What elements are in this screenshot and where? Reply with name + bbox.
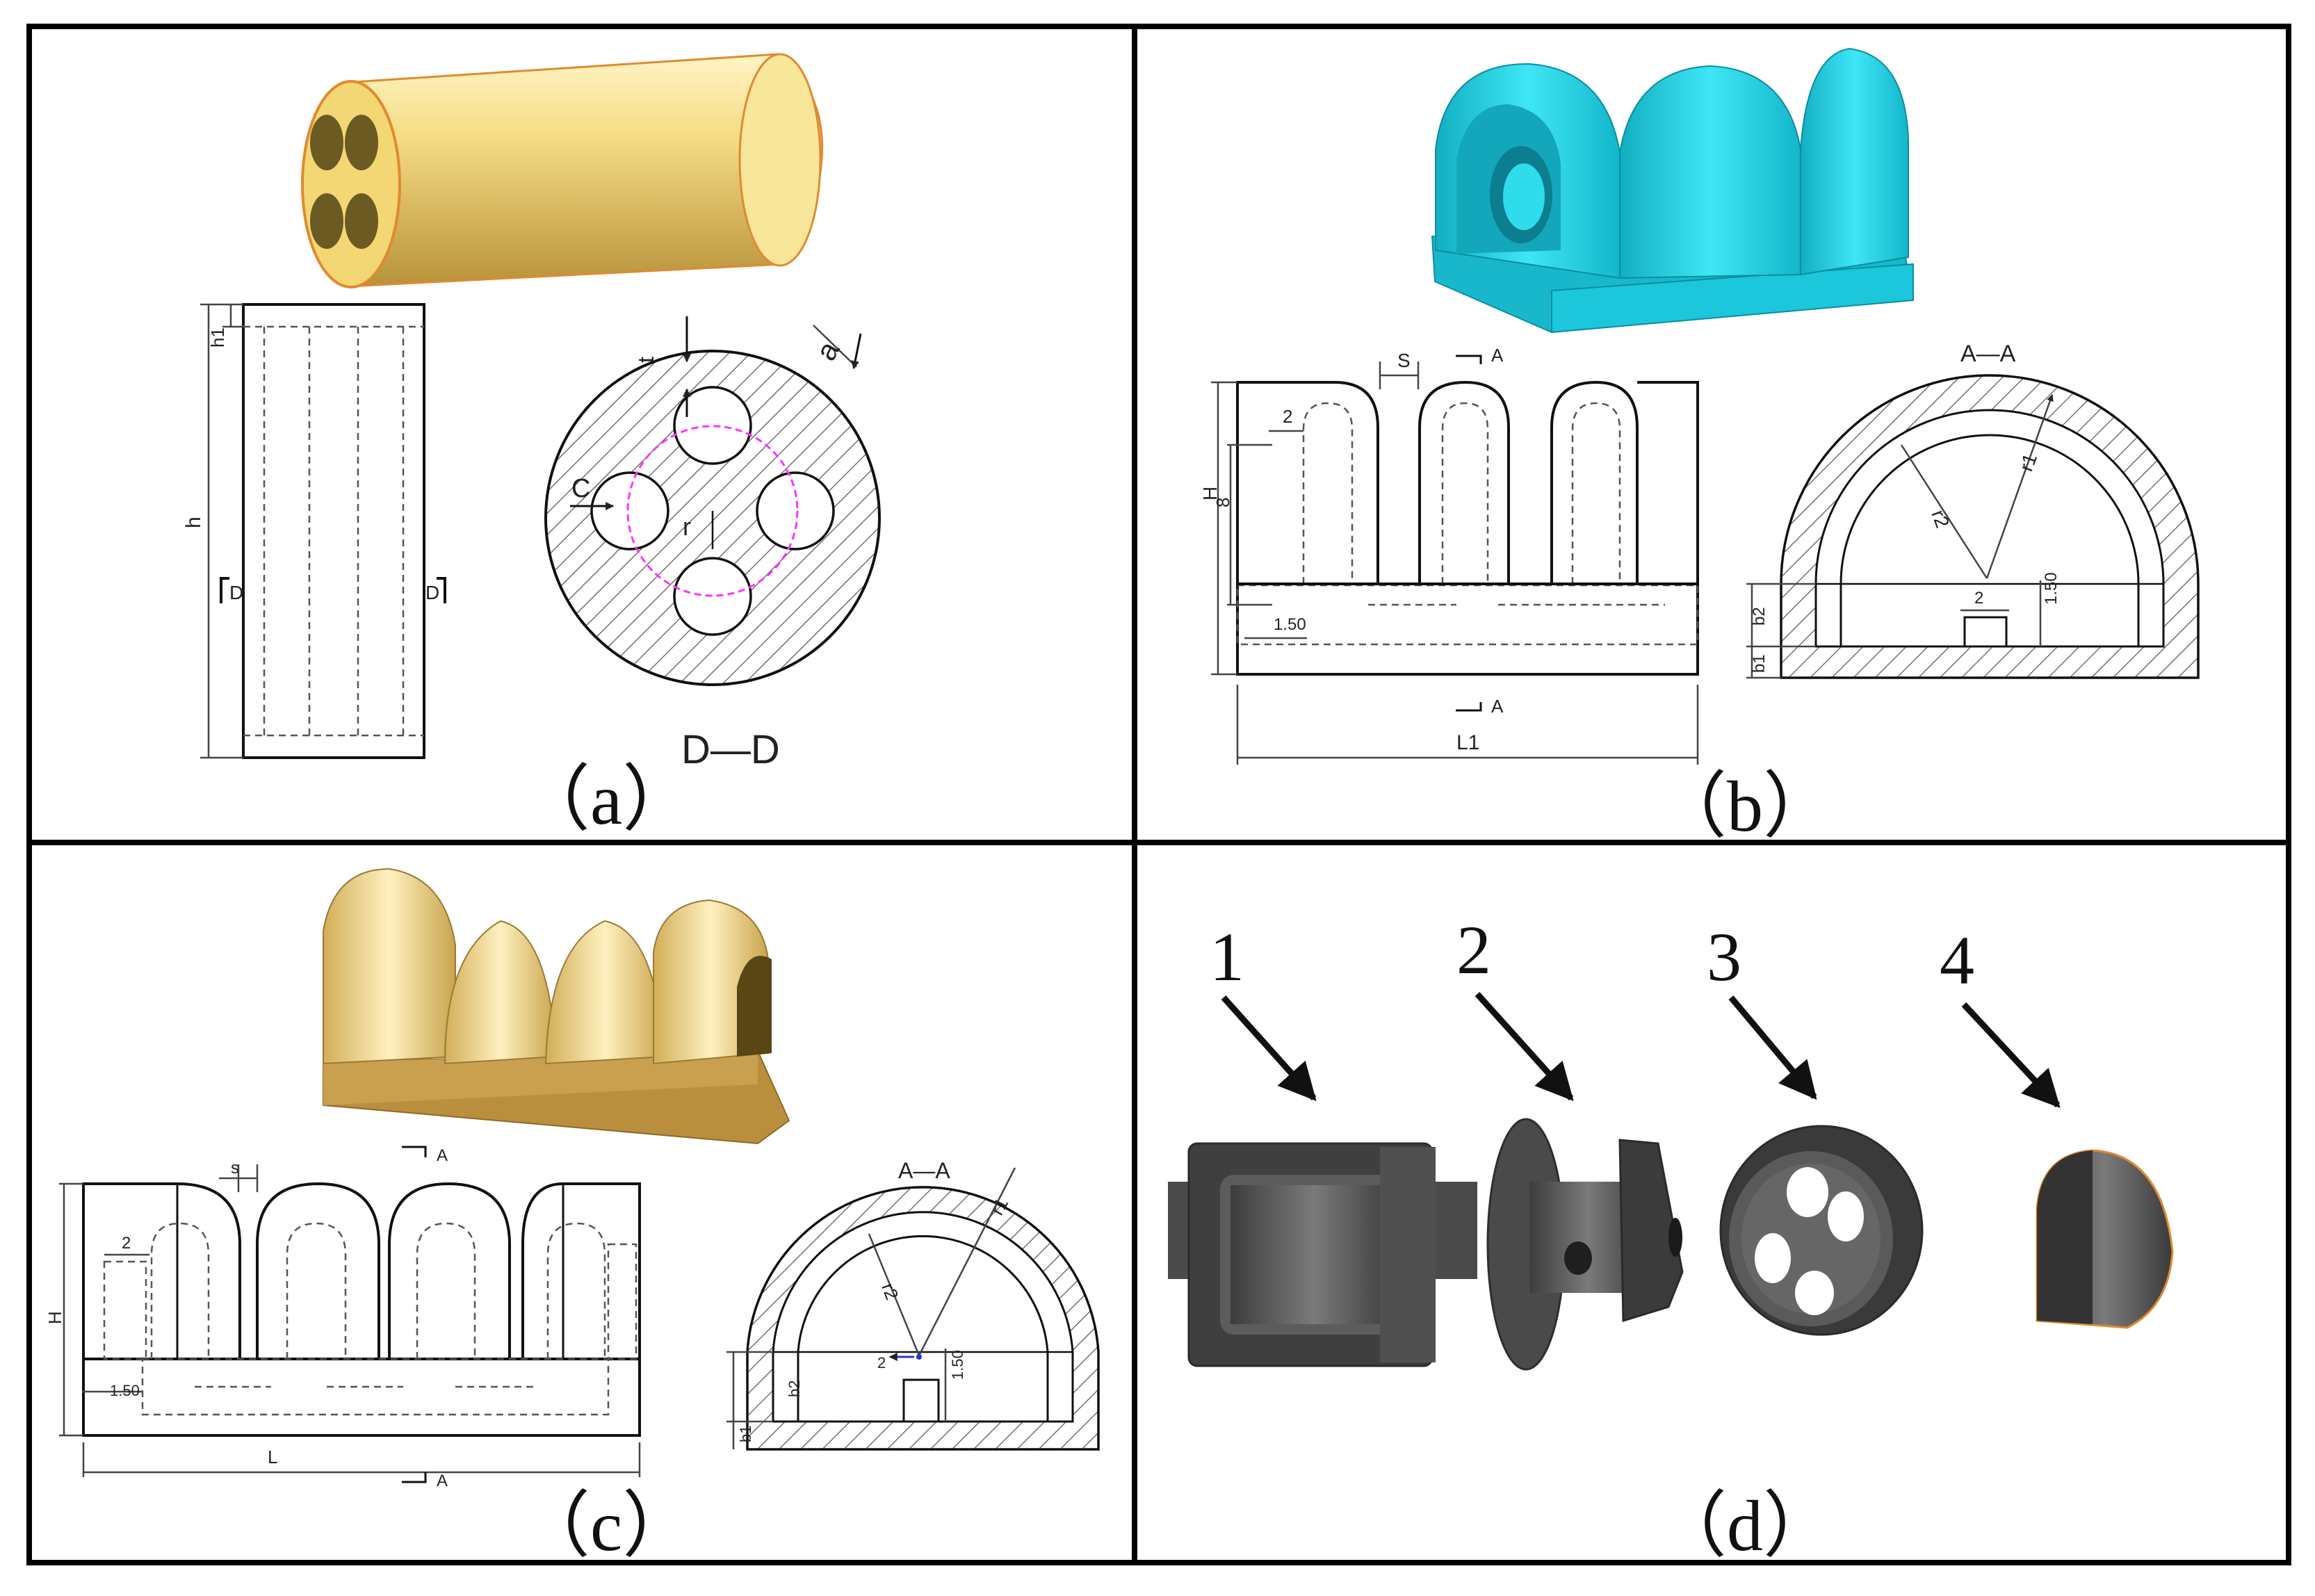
section-mark-a-top-c: A [437,1146,448,1165]
dim-H-b: H [1199,487,1221,500]
section-title-dd: D—D [681,727,780,772]
dim-c: C [571,474,590,503]
gold-3d-model [323,868,790,1145]
part-number-1: 1 [1210,918,1244,995]
panel-label-a: （a） [518,760,694,840]
panel-frames [26,24,2291,1565]
panel-c: H 2 s 1.50 L A A [44,868,1100,1566]
dim-H-c: H [44,1311,65,1324]
cyan-3d-model [1431,47,1915,334]
dim-2-b: 2 [1283,406,1292,427]
arrow-part-4 [1961,1002,2061,1108]
dim-L1-b: L1 [1456,731,1479,754]
elevation-view-a: h h1 D D [182,303,446,759]
section-view-dd: t a C r D—D [544,316,881,772]
dim-2b-c: 2 [877,1354,886,1371]
section-mark-a-bottom-b: A [1491,696,1504,717]
arrow-part-3 [1728,995,1817,1100]
dim-2b-b: 2 [1974,589,1983,608]
panel-a: h h1 D D t a C r D—D （a） [182,53,881,840]
section-mark-a-bottom-c: A [437,1472,448,1490]
part-2-model [1486,1118,1684,1371]
dim-150b-b: 1.50 [2042,572,2061,605]
section-mark-a-top-b: A [1491,345,1504,366]
dim-150b-c: 1.50 [949,1350,966,1380]
elevation-view-b: H 8 2 S 1.50 L1 A A [1199,345,1699,765]
section-mark-d-left: D [229,582,243,603]
part-number-3: 3 [1707,918,1741,995]
cylinder-3d-model [301,53,824,288]
section-view-aa-b: r2 r1 2 1.50 b2 b1 A—A [1746,341,2200,679]
panel-label-c: （c） [518,1486,694,1566]
dim-h1: h1 [207,327,228,348]
section-view-aa-c: r2 r1 2 1.50 b2 b1 A—A [726,1158,1100,1451]
part-number-4: 4 [1940,922,1974,999]
part-4-model [2036,1149,2174,1329]
dim-L-c: L [268,1447,277,1467]
dim-s-c: s [231,1159,239,1178]
section-mark-d-right: D [425,582,439,603]
dim-r: r [683,512,691,541]
part-1-model [1168,1142,1477,1367]
panel-d: 1 2 3 4 [1168,911,2174,1566]
dim-8-b: 8 [1212,498,1233,507]
section-title-aa-c: A—A [898,1158,950,1183]
dim-b2-c: b2 [786,1381,803,1397]
dim-h: h [182,516,205,528]
dim-150-c: 1.50 [110,1382,140,1399]
dim-150-b: 1.50 [1274,615,1306,634]
dim-s-b: S [1397,350,1411,371]
outer-frame [26,24,2291,1565]
part-number-2: 2 [1456,911,1491,988]
arrow-part-2 [1475,991,1574,1102]
elevation-view-c: H 2 s 1.50 L A A [44,1146,641,1490]
dim-b1-c: b1 [737,1426,754,1442]
panel-label-d: （d） [1655,1486,1835,1566]
part-3-model [1719,1125,1924,1336]
dim-b2-b: b2 [1750,607,1769,626]
arrow-part-1 [1221,995,1317,1102]
panel-label-b: （b） [1655,767,1835,847]
panel-b: H 8 2 S 1.50 L1 A A [1199,47,2200,847]
dim-t: t [633,357,658,363]
dim-b1-b: b1 [1750,654,1769,673]
dim-2-c: 2 [122,1234,131,1253]
section-title-aa-b: A—A [1960,341,2016,367]
